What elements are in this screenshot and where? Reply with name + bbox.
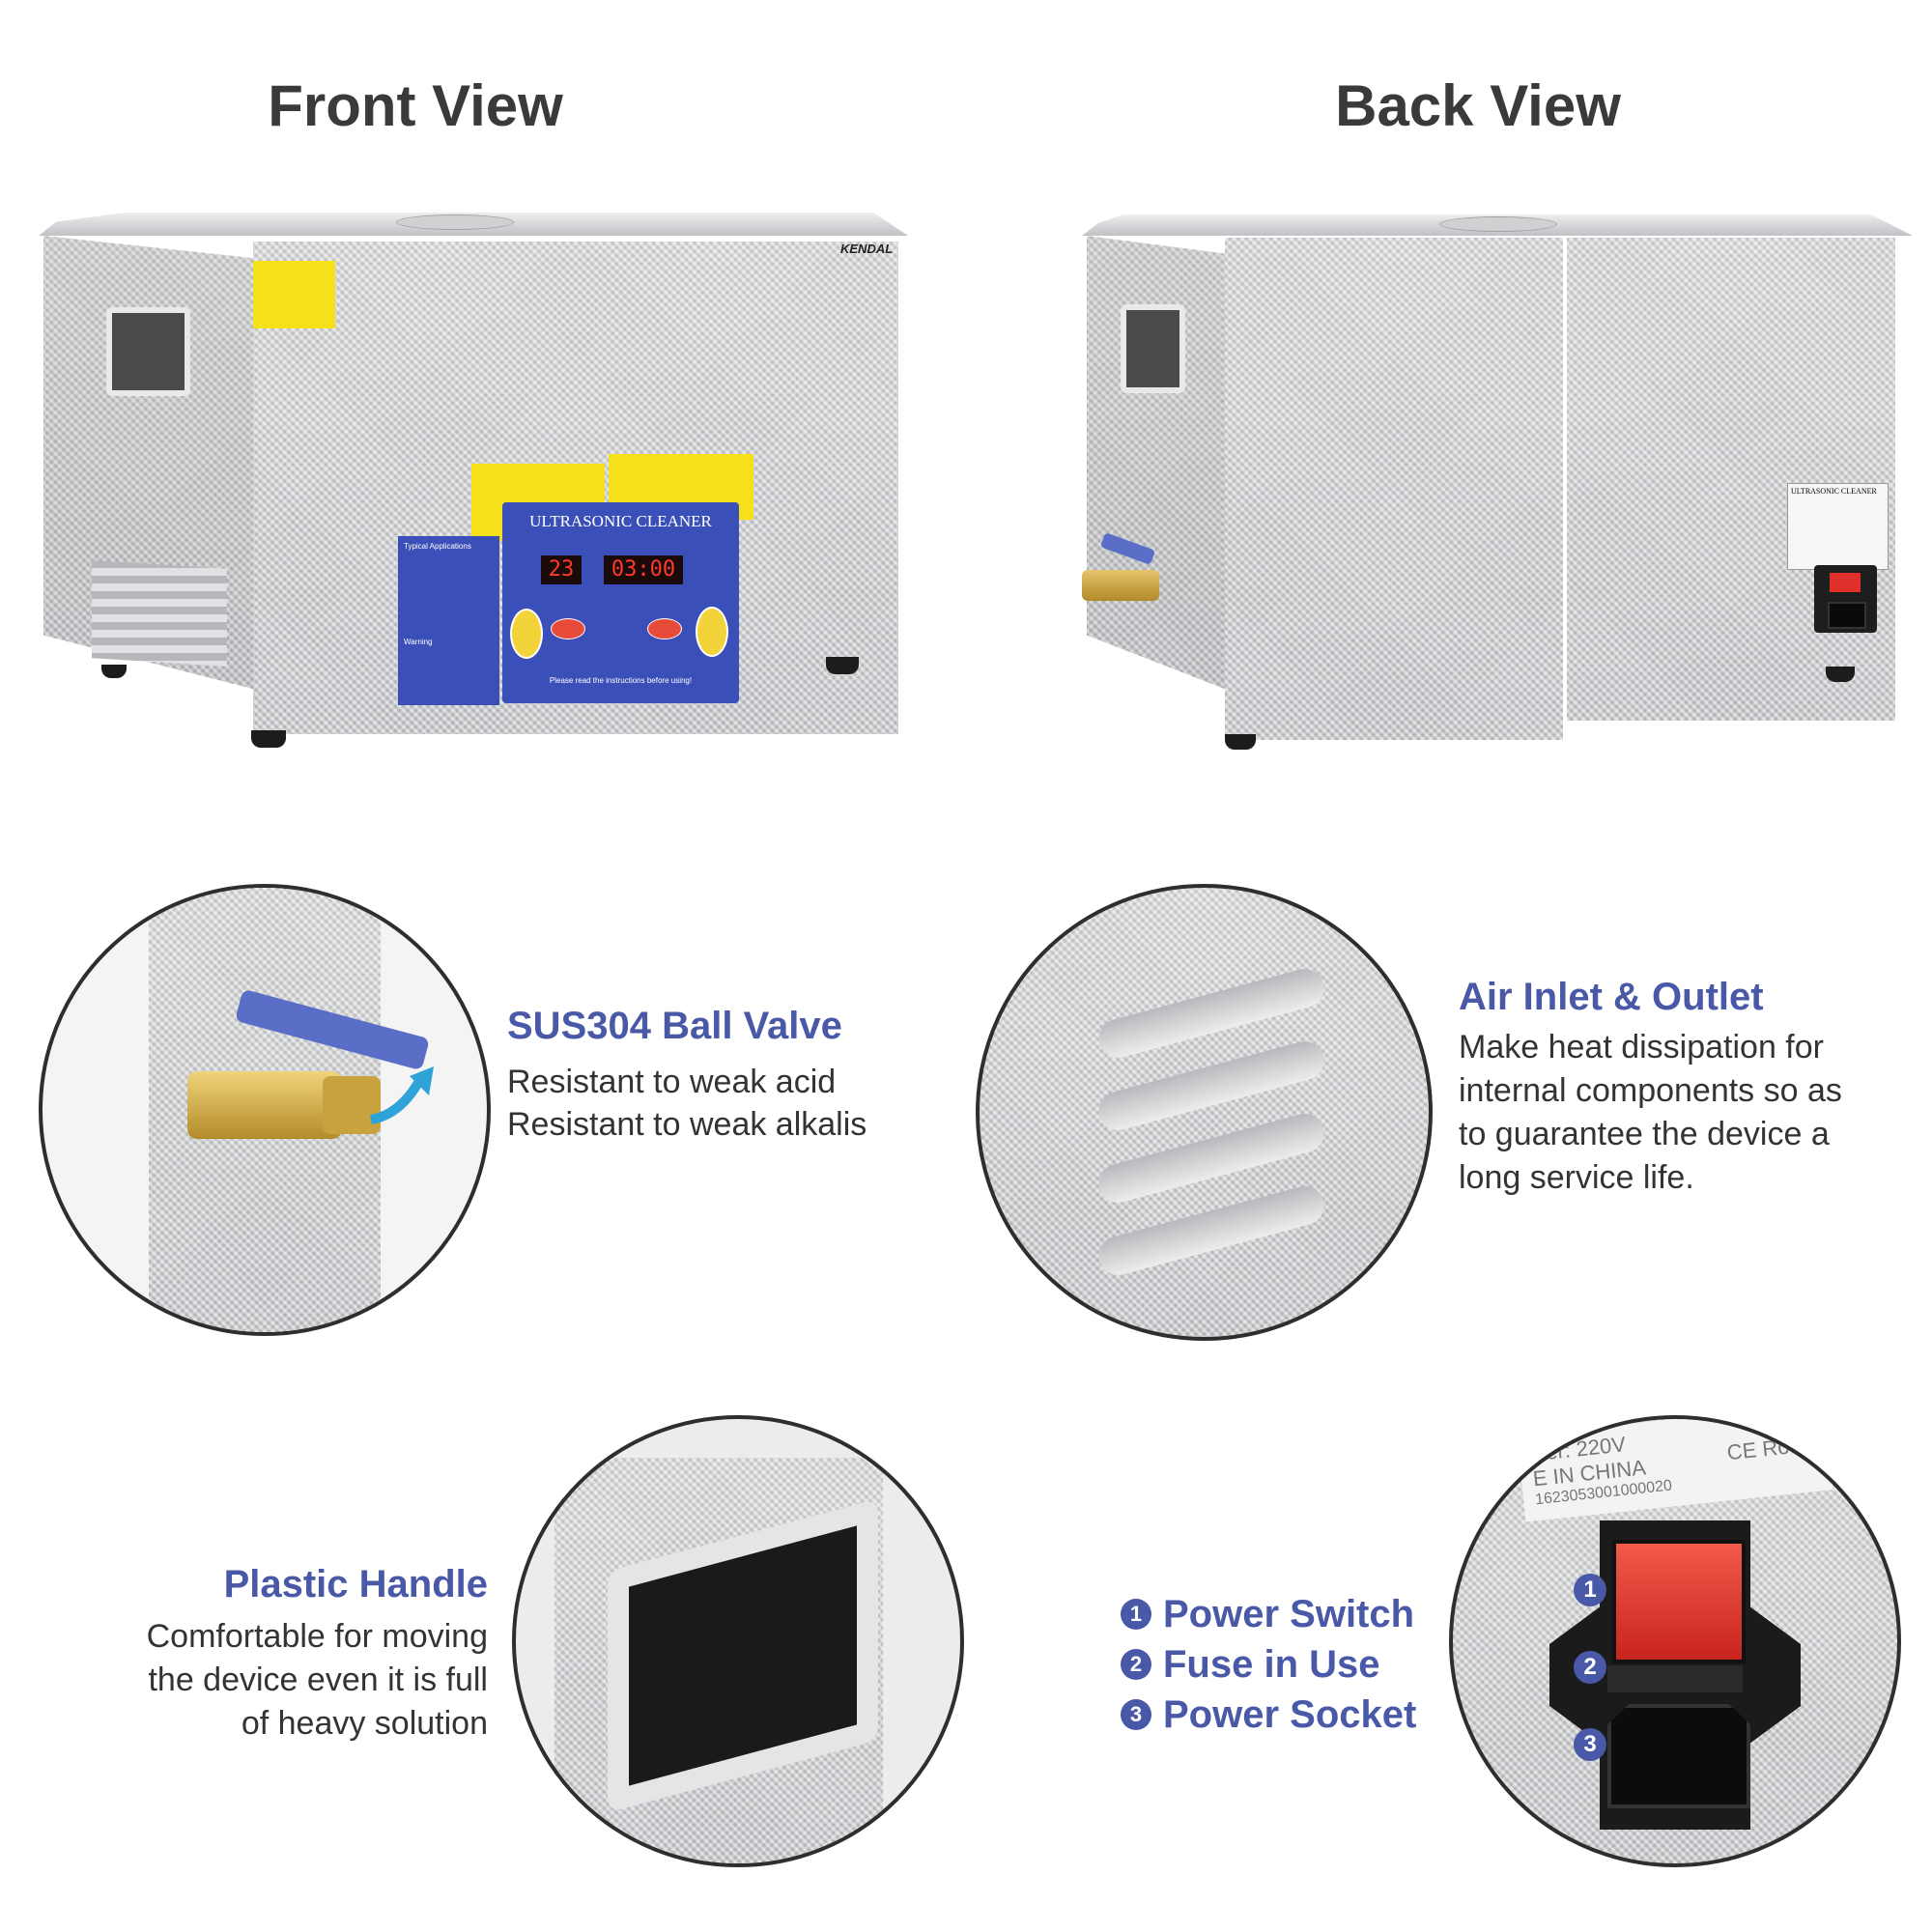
valve-closeup: [39, 884, 491, 1336]
applications-panel: Typical Applications Warning: [398, 536, 499, 705]
back-side-handle: [1121, 304, 1185, 393]
badge-1: 1: [1574, 1574, 1606, 1606]
power-list: 1 Power Switch 2 Fuse in Use 3 Power Soc…: [1121, 1589, 1449, 1740]
front-foot-back: [101, 665, 127, 678]
power-list-item-2: 2 Fuse in Use: [1121, 1639, 1449, 1690]
power-socket[interactable]: [1607, 1704, 1750, 1808]
back-body-face-left: [1225, 238, 1563, 740]
front-view-title: Front View: [268, 73, 563, 138]
valve-feature-line-2: Resistant to weak alkalis: [507, 1106, 867, 1143]
handle-feature-line-2: the device even it is full: [148, 1662, 488, 1698]
back-foot-right: [1826, 667, 1855, 682]
temp-display: 23: [541, 555, 582, 584]
back-power-module: [1814, 565, 1877, 633]
power-list-item-1: 1 Power Switch: [1121, 1589, 1449, 1639]
valve-closeup-body: [187, 1071, 342, 1139]
badge-2: 2: [1574, 1651, 1606, 1684]
valve-feature-title: SUS304 Ball Valve: [507, 1005, 842, 1047]
time-display: 03:00: [604, 555, 683, 584]
power-plate: wer: 220V E IN CHINA 1623053001000020 CE…: [1517, 1419, 1833, 1522]
spec-label: ULTRASONIC CLEANER: [1787, 483, 1889, 570]
air-feature-line-1: Make heat dissipation for: [1459, 1029, 1824, 1065]
heat-button[interactable]: [551, 618, 585, 639]
back-foot-left: [1225, 734, 1256, 750]
front-device-image: KENDAL Typical Applications Warning ULTR…: [39, 193, 908, 753]
brand-label: KENDAL: [840, 242, 894, 256]
back-body-face-right: [1567, 238, 1895, 721]
rotate-arrow-icon: [369, 1066, 434, 1124]
vents-closeup: [976, 884, 1433, 1341]
handle-closeup: [512, 1415, 964, 1867]
panel-title: ULTRASONIC CLEANER: [529, 512, 712, 530]
valve-feature-line-1: Resistant to weak acid: [507, 1064, 837, 1100]
air-feature-title: Air Inlet & Outlet: [1459, 976, 1764, 1018]
handle-feature-line-3: of heavy solution: [241, 1705, 488, 1742]
panel-note: Please read the instructions before usin…: [549, 676, 693, 685]
side-vents: [92, 560, 227, 667]
handle-feature-line-1: Comfortable for moving: [146, 1618, 488, 1655]
valve-pipe: [1082, 570, 1159, 601]
fuse-holder[interactable]: [1607, 1665, 1743, 1692]
air-feature-line-2: internal components so as: [1459, 1072, 1842, 1109]
side-handle: [106, 307, 190, 396]
power-list-label-1: Power Switch: [1163, 1592, 1415, 1635]
front-foot-right: [826, 657, 859, 674]
back-power-switch[interactable]: [1830, 573, 1861, 592]
control-panel: ULTRASONIC CLEANER 23 03:00 Please read …: [502, 502, 739, 703]
power-closeup: wer: 220V E IN CHINA 1623053001000020 CE…: [1449, 1415, 1901, 1867]
back-power-socket[interactable]: [1828, 602, 1866, 629]
degas-button[interactable]: [647, 618, 682, 639]
power-list-label-2: Fuse in Use: [1163, 1642, 1380, 1686]
valve-closeup-outlet: [323, 1076, 381, 1134]
lid-knob: [396, 214, 514, 230]
front-foot-left: [251, 730, 286, 748]
power-list-item-3: 3 Power Socket: [1121, 1690, 1449, 1740]
time-adjust-button[interactable]: [696, 607, 728, 657]
back-device-image: ULTRASONIC CLEANER: [1072, 193, 1913, 753]
power-list-number-3: 3: [1121, 1699, 1151, 1730]
air-feature-line-4: long service life.: [1459, 1159, 1694, 1196]
applications-heading: Typical Applications: [404, 542, 471, 551]
temp-adjust-button[interactable]: [510, 609, 543, 659]
drain-valve: [1082, 532, 1227, 609]
back-lid-knob: [1439, 216, 1557, 232]
back-view-title: Back View: [1335, 73, 1621, 138]
warning-heading: Warning: [404, 638, 433, 646]
warning-label-top: [253, 261, 335, 328]
power-list-number-1: 1: [1121, 1599, 1151, 1630]
spec-label-title: ULTRASONIC CLEANER: [1791, 487, 1877, 496]
air-feature-line-3: to guarantee the device a: [1459, 1116, 1830, 1152]
badge-3: 3: [1574, 1728, 1606, 1761]
power-list-label-3: Power Socket: [1163, 1692, 1417, 1736]
power-switch[interactable]: [1612, 1540, 1746, 1663]
handle-feature-title: Plastic Handle: [223, 1563, 488, 1605]
power-list-number-2: 2: [1121, 1649, 1151, 1680]
